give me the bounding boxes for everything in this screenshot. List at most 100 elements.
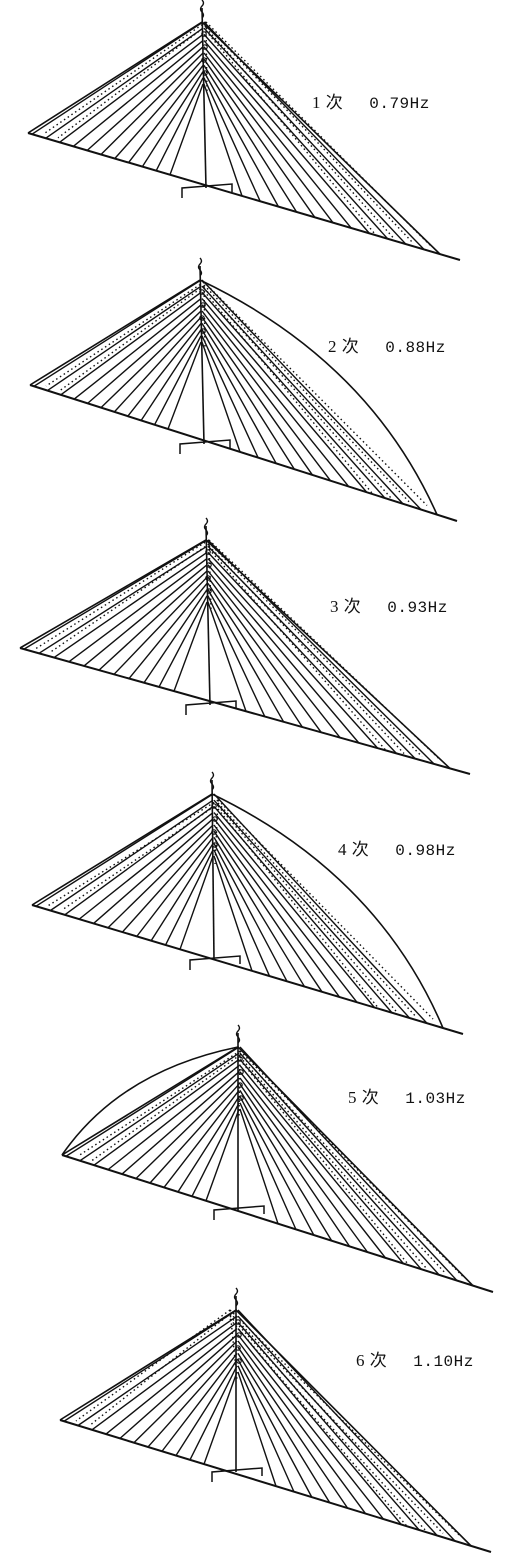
right-stay-cable [201, 285, 404, 505]
anchor-marker [200, 302, 206, 308]
right-stay-cable [203, 83, 243, 197]
right-stay-cable [203, 65, 298, 213]
anchor-marker [202, 70, 208, 76]
anchor-marker [211, 803, 217, 809]
mode-5-number: 5 次 [348, 1088, 380, 1107]
right-stay-cable [239, 1083, 351, 1247]
pylon-tip [233, 1287, 239, 1307]
pier-base [211, 1467, 263, 1482]
right-stay-cable [207, 570, 341, 739]
pylon-tip [235, 1024, 241, 1044]
left-stay-cable [91, 1321, 238, 1431]
mode-1-frequency: 0.79Hz [369, 95, 430, 113]
left-stay-cable [73, 298, 202, 400]
left-stay-cable [205, 1108, 240, 1202]
deformed-cable-right [229, 1315, 426, 1531]
left-stay-cable [136, 836, 214, 937]
mode-1-panel [27, 0, 461, 261]
left-stay-cable [158, 595, 208, 688]
anchor-marker [237, 1082, 243, 1088]
pylon-tip [197, 257, 203, 277]
right-stay-cable [239, 1108, 279, 1224]
right-stay-cable [203, 27, 407, 245]
mode-2-frequency: 0.88Hz [385, 339, 446, 357]
left-stay-cable [128, 582, 208, 679]
pier-base [179, 439, 231, 454]
right-stay-cable [237, 1346, 349, 1509]
left-stay-cable [173, 601, 208, 692]
anchor-marker [205, 575, 211, 581]
right-backstay [205, 539, 451, 769]
anchor-marker [205, 549, 211, 555]
left-stay-cable [140, 329, 202, 421]
deformed-cable-left [49, 543, 210, 653]
deformed-cable-right [203, 290, 374, 495]
right-stay-cable [201, 291, 386, 499]
right-stay-cable [237, 1371, 277, 1487]
left-stay-cable [164, 849, 214, 946]
left-stay-cable [47, 285, 202, 392]
left-stay-cable [189, 1365, 238, 1461]
right-backstay [235, 1309, 472, 1547]
left-stay-cable [107, 1065, 240, 1171]
left-backstay [29, 279, 201, 386]
left-backstay [19, 539, 207, 649]
mode-5-panel [61, 1024, 494, 1293]
right-stay-cable [239, 1102, 297, 1230]
pylon [201, 7, 207, 189]
right-stay-cable [201, 335, 259, 458]
right-stay-cable [213, 837, 306, 987]
right-stay-cable [207, 583, 303, 728]
right-stay-cable [201, 298, 368, 493]
pier-base [213, 1205, 265, 1220]
mode-5-frequency: 1.03Hz [405, 1090, 466, 1108]
deformed-cable-right [203, 281, 428, 506]
deformed-cable-right [208, 542, 423, 758]
right-stay-cable [239, 1071, 386, 1259]
deformed-cable-right [217, 802, 416, 1017]
deformed-cable-left [77, 1050, 241, 1157]
deformed-cable-left [75, 1309, 231, 1422]
left-stay-cable [64, 805, 214, 916]
right-stay-cable [207, 589, 285, 723]
left-stay-cable [114, 58, 204, 159]
left-stay-cable [203, 1371, 238, 1465]
left-stay-cable [33, 279, 202, 387]
deformed-cable-right [203, 284, 410, 503]
deck-line [27, 132, 461, 261]
mode-4-number: 4 次 [338, 840, 370, 859]
pylon-tip [203, 517, 209, 537]
deck-line [19, 647, 471, 775]
left-stay-cable [147, 1346, 238, 1448]
left-stay-cable [153, 335, 202, 426]
pylon-tip [199, 0, 205, 19]
anchor-marker [237, 1056, 243, 1062]
right-stay-cable [239, 1058, 422, 1270]
right-stay-cable [237, 1365, 295, 1492]
pylon [211, 779, 215, 961]
deformed-cable-right [205, 21, 431, 246]
mode-4-panel [31, 771, 464, 1035]
pylon [199, 265, 205, 445]
anchor-marker [199, 289, 205, 295]
right-stay-cable [201, 279, 422, 511]
mode-1-number: 1 次 [312, 93, 344, 112]
mode-3-number: 3 次 [330, 597, 362, 616]
anchor-marker [238, 1095, 244, 1101]
left-backstay [27, 21, 203, 134]
deformed-cable-left [43, 21, 207, 135]
anchor-marker [201, 57, 207, 63]
left-backstay [31, 793, 213, 906]
right-stay-cable [239, 1096, 315, 1236]
left-stay-cable [93, 818, 214, 924]
left-stay-cable [72, 40, 204, 147]
right-stay-cable [207, 564, 360, 744]
deformed-cable-right [229, 1312, 444, 1534]
left-stay-cable [161, 1352, 238, 1452]
right-stay-cable [237, 1340, 367, 1514]
mode-5-label: 5 次 1.03Hz [348, 1083, 466, 1108]
right-stay-cable [237, 1334, 384, 1520]
